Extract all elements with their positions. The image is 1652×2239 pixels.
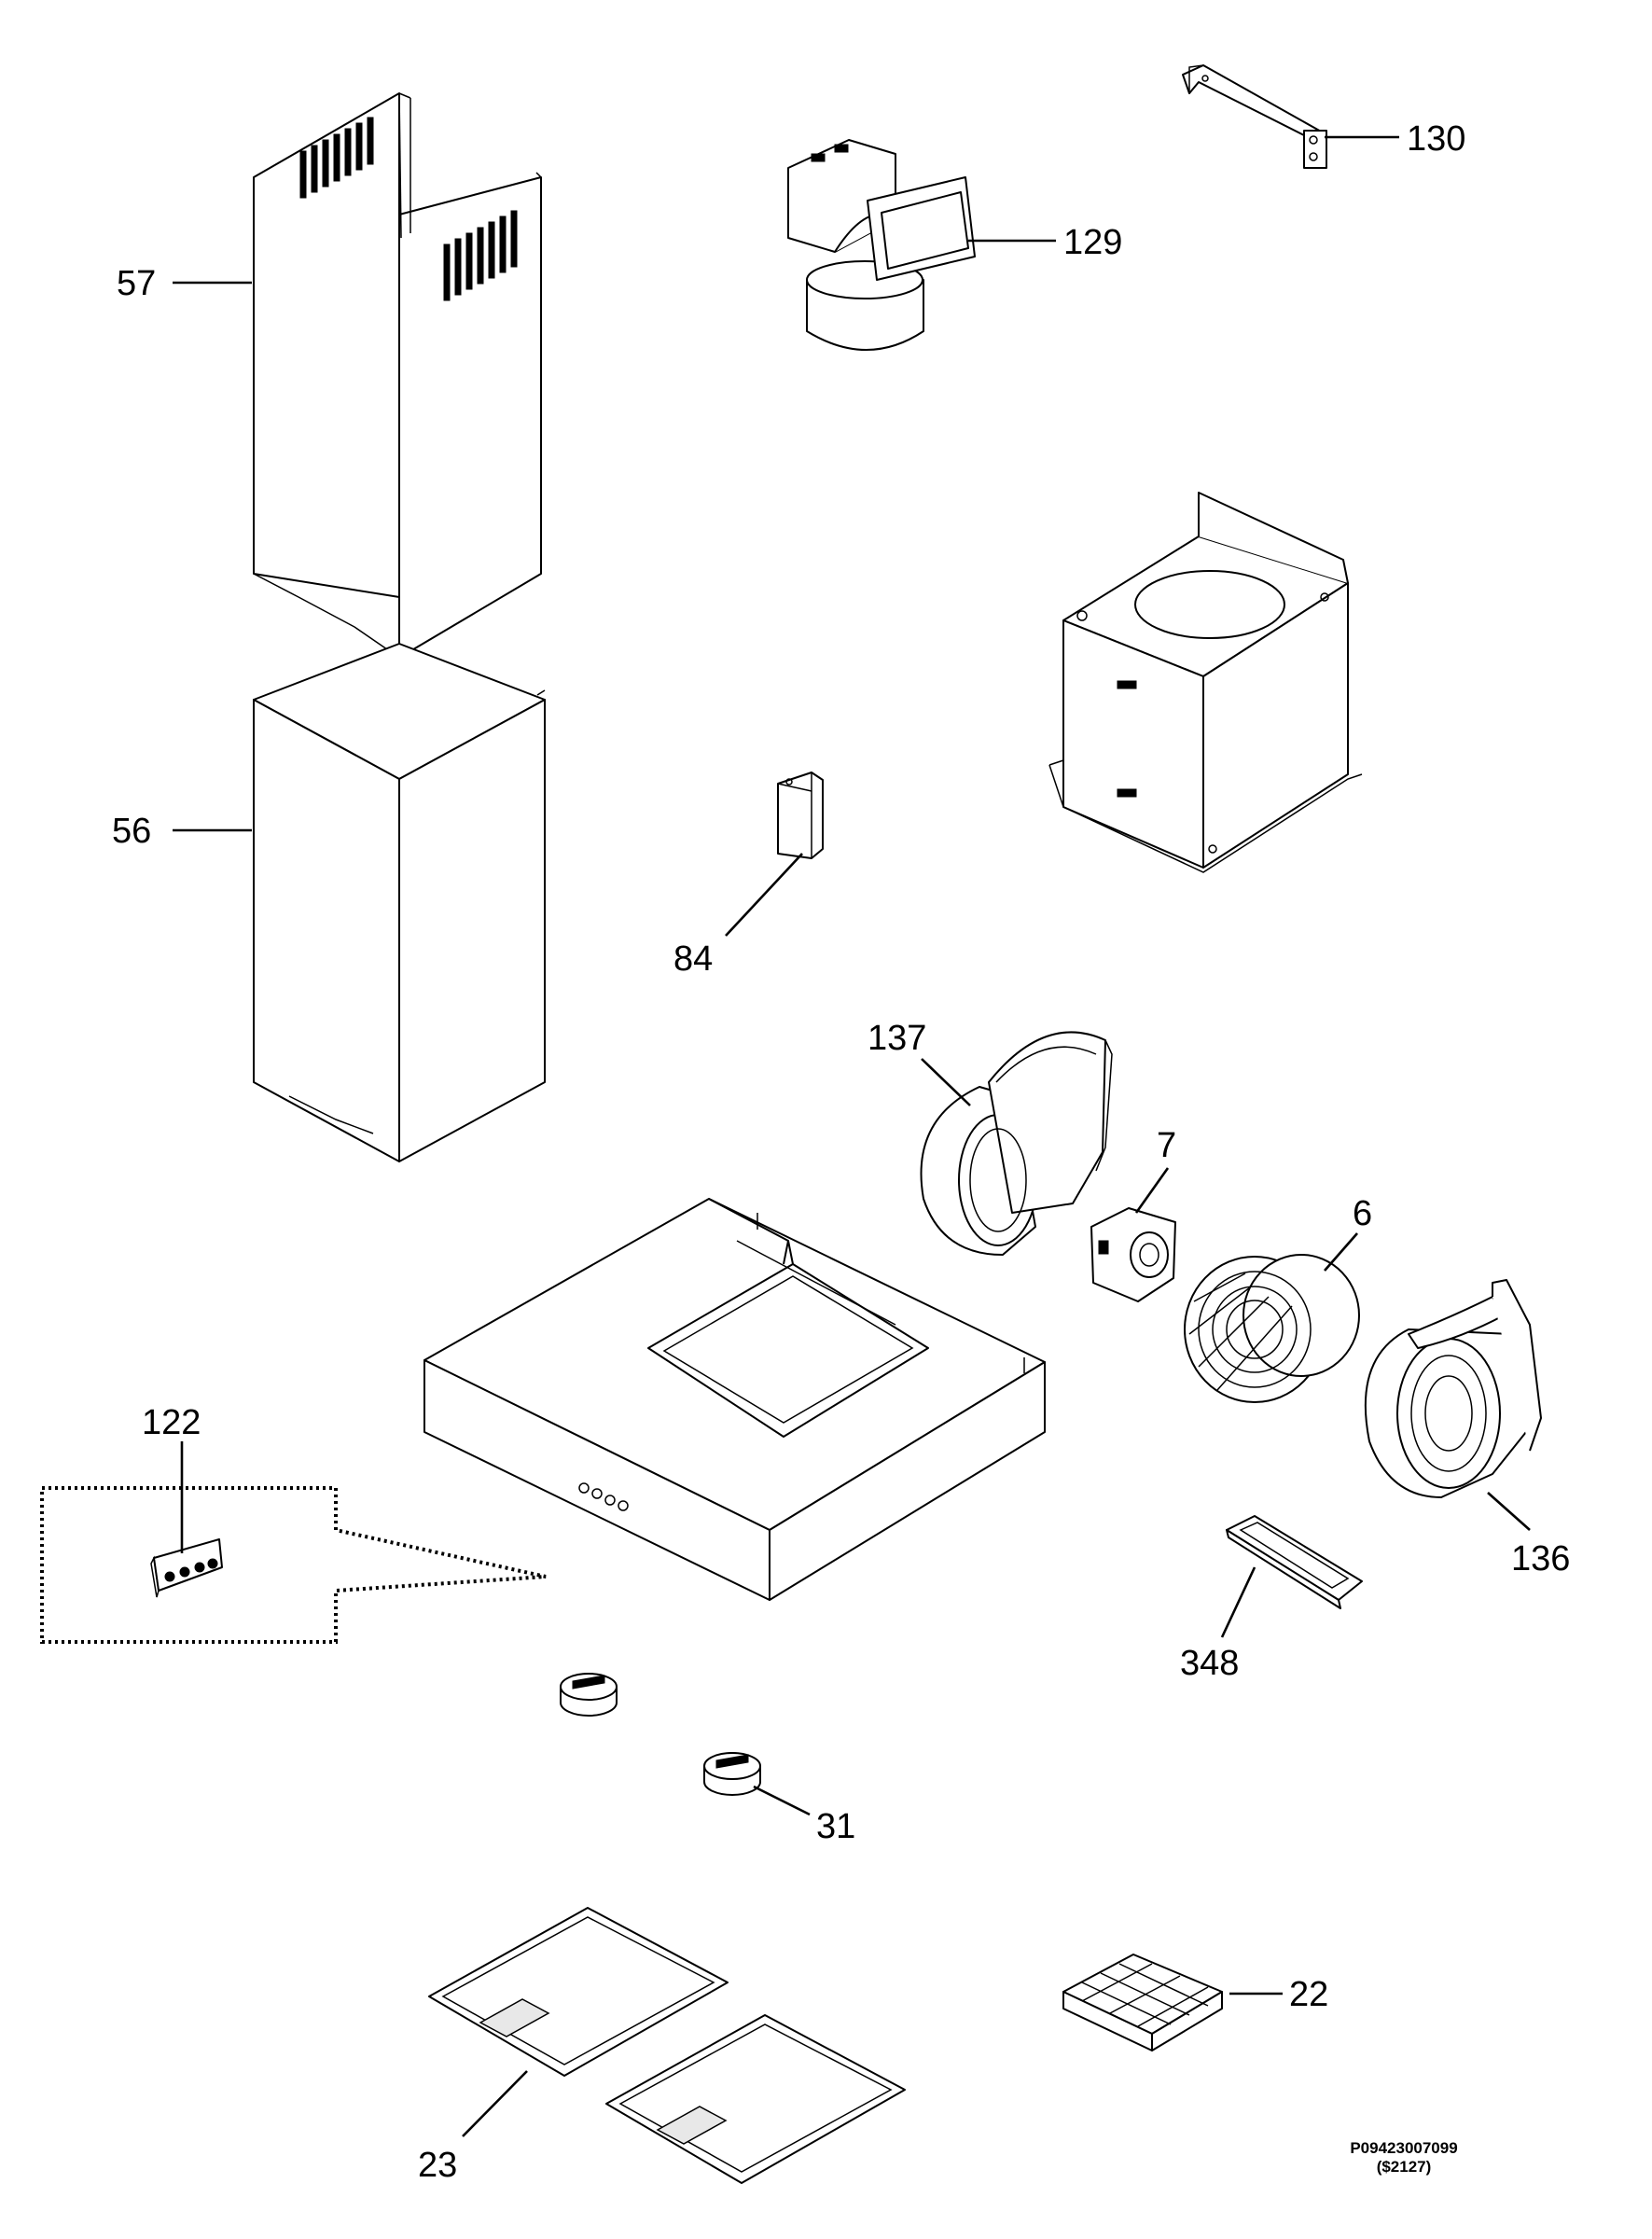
- callout-84: 84: [673, 939, 713, 979]
- part-electronic-module: [777, 772, 824, 859]
- part-motor: [1090, 1207, 1176, 1302]
- callout-129: 129: [1063, 223, 1122, 262]
- document-code: P09423007099: [1350, 2139, 1457, 2157]
- callout-22: 22: [1289, 1975, 1328, 2014]
- part-knob-upper: [560, 1673, 618, 1717]
- part-mounting-bracket: [1182, 64, 1327, 169]
- leader-23: [462, 2070, 528, 2137]
- part-right-blower-housing: [1364, 1279, 1542, 1498]
- callout-122: 122: [142, 1403, 201, 1442]
- callout-56: 56: [112, 812, 151, 851]
- part-knob-lower: [703, 1752, 761, 1796]
- callout-57: 57: [117, 264, 156, 303]
- callout-348: 348: [1180, 1644, 1239, 1683]
- leader-31: [753, 1785, 811, 1816]
- leader-137: [921, 1058, 971, 1106]
- leader-348: [1220, 1566, 1256, 1638]
- part-grease-filter-1: [428, 1907, 729, 2077]
- callout-labels: 57 56 129 130 84 137 7 6 136 122 348 31 …: [112, 119, 1570, 2185]
- leader-84: [725, 853, 803, 937]
- part-carbon-filter: [1062, 1954, 1223, 2051]
- part-control-board-detail: [40, 1486, 547, 1644]
- part-grease-filter-2: [605, 2014, 906, 2184]
- callout-130: 130: [1407, 119, 1465, 159]
- part-hood-body: [423, 1198, 1046, 1601]
- part-left-blower-housing: [920, 1031, 1113, 1256]
- callout-6: 6: [1353, 1194, 1372, 1233]
- upper-chimney-vents: [299, 117, 518, 301]
- part-lower-chimney: [253, 643, 546, 1162]
- callout-137: 137: [868, 1019, 926, 1058]
- part-fan-wheel: [1184, 1254, 1360, 1403]
- part-light-module: [1226, 1515, 1363, 1609]
- price-code: ($2127): [1377, 2158, 1432, 2176]
- leader-7: [1134, 1167, 1170, 1214]
- callout-31: 31: [816, 1807, 855, 1846]
- leader-6: [1324, 1232, 1358, 1272]
- part-duct-transition: [787, 139, 976, 351]
- callout-7: 7: [1157, 1126, 1176, 1165]
- leader-136: [1487, 1492, 1531, 1531]
- callout-23: 23: [418, 2146, 457, 2185]
- part-inner-housing: [1048, 492, 1363, 873]
- leader-lines: [173, 135, 1531, 2137]
- callout-136: 136: [1511, 1539, 1570, 1578]
- part-upper-chimney: [253, 92, 542, 774]
